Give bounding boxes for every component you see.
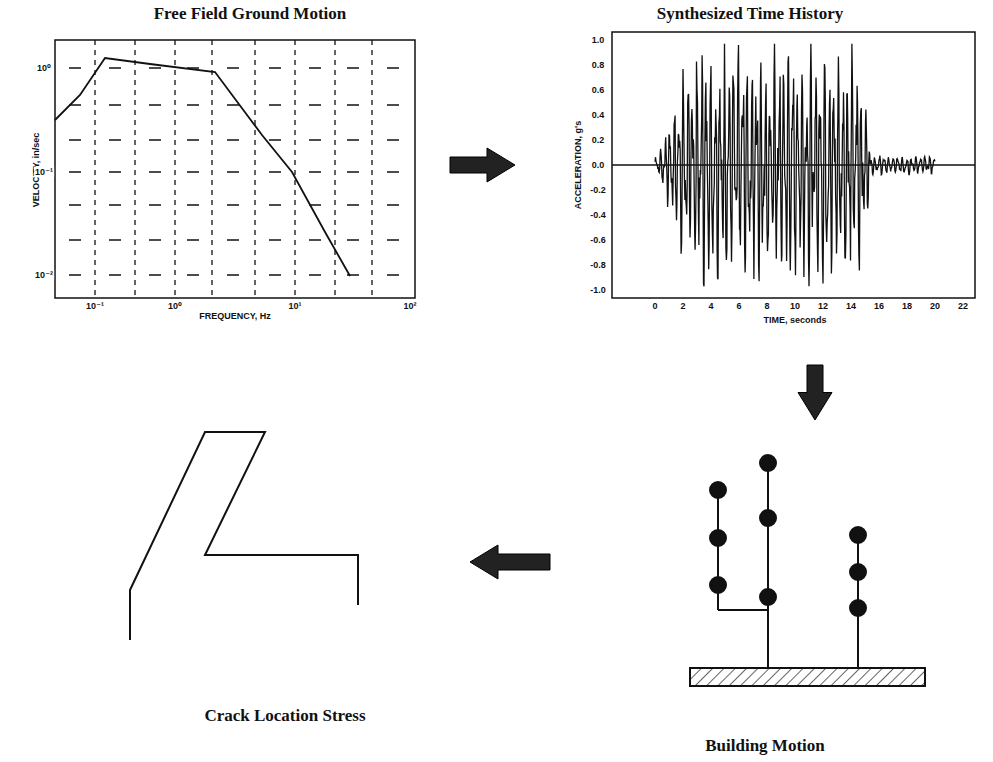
axis-label: -0.8 [589,260,607,271]
building-model [690,455,925,686]
panel-heading: Synthesized Time History [515,4,985,24]
axis-label: 10⁰ [36,63,52,74]
axis-label: 10¹ [287,301,302,312]
panel: Building Motion [550,420,980,760]
crack-outline [130,432,358,640]
axis-label: 0.2 [591,135,606,146]
axis-label: 4 [707,301,714,312]
time-history-chart [612,32,975,298]
axis-label: 18 [901,301,913,312]
axis-label: 10 [789,301,801,312]
flow-arrow [470,545,550,579]
panel-heading: Building Motion [550,736,980,756]
axis-label: 10⁻² [34,270,54,281]
axis-label: -0.6 [589,235,607,246]
axis-label: 6 [735,301,742,312]
panel-heading: Crack Location Stress [100,706,470,726]
axis-label: 8 [763,301,770,312]
axis-label: -0.4 [589,210,607,221]
axis-label: 0.0 [591,160,606,171]
flow-arrow [450,148,515,182]
panel: Free Field Ground Motion [50,0,450,330]
axis-label: 12 [817,301,829,312]
axis-label: 0.6 [591,85,606,96]
axis-label: 10⁰ [167,301,183,312]
axis-label: 2 [679,301,686,312]
axis-label: 0.8 [591,60,606,71]
flow-arrow [798,365,832,420]
axis-label: -1.0 [589,285,607,296]
axis-label: FREQUENCY, Hz [198,311,272,322]
axis-label: 10⁻¹ [85,301,105,312]
axis-label: -0.2 [589,185,607,196]
panel: Synthesized Time History [515,0,985,365]
spectrum-chart [55,40,415,298]
axis-label: 10⁻¹ [34,167,54,178]
axis-label: 0 [651,301,658,312]
axis-title: ACCELERATION, g's [573,120,584,210]
axis-label: 0.4 [591,110,606,121]
axis-label: 14 [845,301,857,312]
axis-label: 16 [873,301,885,312]
panel-heading: Free Field Ground Motion [50,4,450,24]
axis-label: 10² [402,301,417,312]
panel: Crack Location Stress [100,410,470,730]
axis-label: TIME, seconds [762,315,827,326]
axis-label: 22 [957,301,969,312]
axis-label: 20 [929,301,941,312]
axis-label: 1.0 [591,35,606,46]
